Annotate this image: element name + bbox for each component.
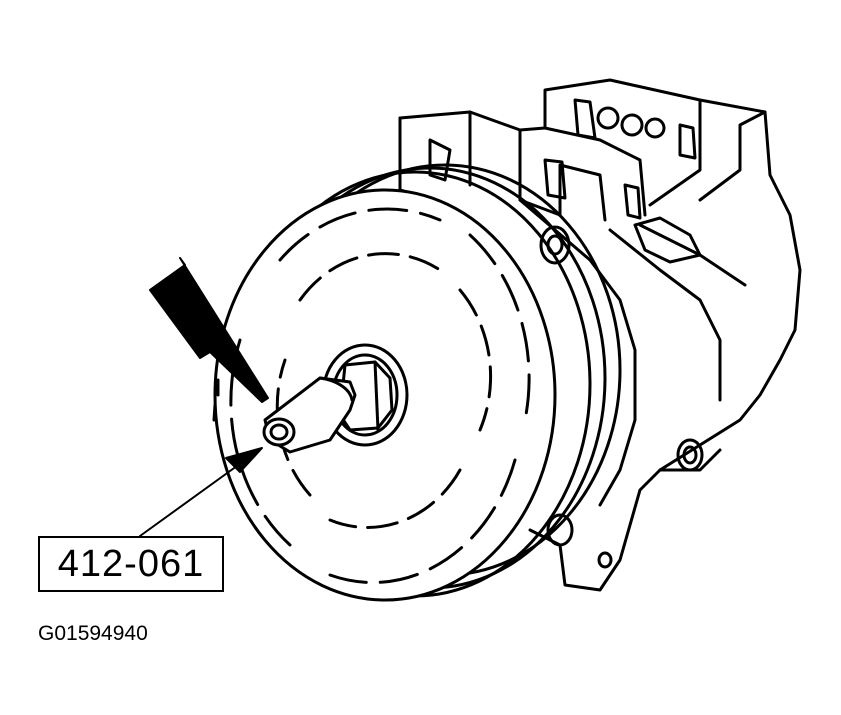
figure-id: G01594940 [38,622,148,645]
bold-pointer-arrow-icon [149,257,269,403]
tool-callout-label: 412-061 [38,536,224,592]
compressor-fittings [539,216,704,569]
leader-arrow-icon [139,447,263,537]
mounting-ears [428,98,697,220]
tool-412-061 [262,376,357,454]
